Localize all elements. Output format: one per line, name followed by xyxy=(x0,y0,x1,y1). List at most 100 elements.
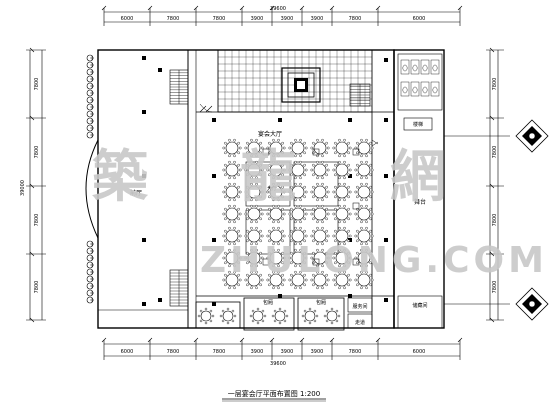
room-chair xyxy=(313,319,317,323)
chair xyxy=(303,151,306,155)
chair xyxy=(343,138,346,142)
chair xyxy=(272,270,275,274)
chair xyxy=(294,204,297,208)
chair xyxy=(294,242,297,246)
chair xyxy=(325,173,328,177)
chair xyxy=(281,261,284,265)
chair xyxy=(365,160,368,164)
chair xyxy=(325,239,328,243)
chair xyxy=(255,220,258,224)
chair xyxy=(238,256,242,260)
chair xyxy=(277,154,280,158)
chair xyxy=(244,168,248,172)
chair xyxy=(321,264,324,268)
chair xyxy=(250,226,253,230)
chair xyxy=(304,168,308,172)
banquet-table xyxy=(313,229,327,243)
toilet-fixture xyxy=(422,86,428,94)
chair xyxy=(316,182,319,186)
chair xyxy=(356,229,359,233)
chair xyxy=(343,264,346,268)
watermark-char-2: 龍 xyxy=(240,144,296,210)
chair xyxy=(326,278,330,282)
banquet-table xyxy=(225,185,239,199)
chair xyxy=(222,256,226,260)
chair xyxy=(354,168,358,172)
banquet-table xyxy=(313,273,327,287)
chair xyxy=(228,242,231,246)
right-dim-label: 7800 xyxy=(492,281,498,294)
chair xyxy=(233,248,236,252)
chair xyxy=(266,278,270,282)
chair xyxy=(277,264,280,268)
bottom-dim-label: 3900 xyxy=(251,349,264,355)
chair xyxy=(347,141,350,145)
chair xyxy=(246,173,249,177)
room-table xyxy=(222,310,234,322)
chair xyxy=(268,283,271,287)
chair xyxy=(312,207,315,211)
chair xyxy=(338,176,341,180)
chair xyxy=(338,264,341,268)
chair xyxy=(233,220,236,224)
chair xyxy=(326,212,330,216)
chair xyxy=(325,207,328,211)
chair xyxy=(365,286,368,290)
chair xyxy=(259,173,262,177)
left-dim-label: 7800 xyxy=(34,214,40,227)
plant-leaf xyxy=(90,249,94,253)
chair xyxy=(360,242,363,246)
chair xyxy=(370,256,374,260)
chair xyxy=(277,248,280,252)
room-chair xyxy=(337,314,341,318)
chair xyxy=(321,204,324,208)
dining-zone xyxy=(293,161,339,207)
chair xyxy=(255,248,258,252)
chair xyxy=(304,190,308,194)
chair xyxy=(347,251,350,255)
column xyxy=(212,302,216,306)
banquet-table xyxy=(357,185,371,199)
chair xyxy=(369,239,372,243)
banquet-table xyxy=(335,251,349,265)
chair xyxy=(370,234,374,238)
chair xyxy=(237,261,240,265)
toilet-stall xyxy=(420,59,430,75)
chair xyxy=(303,163,306,167)
banquet-table xyxy=(357,207,371,221)
chair xyxy=(246,141,249,145)
chair xyxy=(281,217,284,221)
chair xyxy=(338,242,341,246)
chair xyxy=(370,146,374,150)
bottom-dim-label: 6000 xyxy=(121,349,134,355)
top-dim-label: 3900 xyxy=(251,16,264,22)
chair xyxy=(294,176,297,180)
chair xyxy=(316,270,319,274)
chair xyxy=(347,207,350,211)
chair xyxy=(259,229,262,233)
plant-leaf xyxy=(90,263,94,267)
chair xyxy=(334,273,337,277)
chair xyxy=(343,220,346,224)
chair xyxy=(255,264,258,268)
chair xyxy=(347,163,350,167)
chair xyxy=(228,176,231,180)
banquet-table xyxy=(335,229,349,243)
banquet-table xyxy=(269,141,283,155)
chair xyxy=(338,182,341,186)
room-chair xyxy=(273,309,277,313)
chair xyxy=(348,234,352,238)
chair xyxy=(338,154,341,158)
label-storage: 储藏间 xyxy=(412,302,427,309)
bottom-dim-label: 3900 xyxy=(311,349,324,355)
label-service: 服务间 xyxy=(352,303,367,310)
chair xyxy=(290,251,293,255)
chair xyxy=(369,141,372,145)
chair xyxy=(282,146,286,150)
chair xyxy=(224,173,227,177)
chair xyxy=(266,212,270,216)
plant-leaf xyxy=(90,63,94,67)
chair xyxy=(347,173,350,177)
bottom-dim-slash xyxy=(193,337,199,343)
